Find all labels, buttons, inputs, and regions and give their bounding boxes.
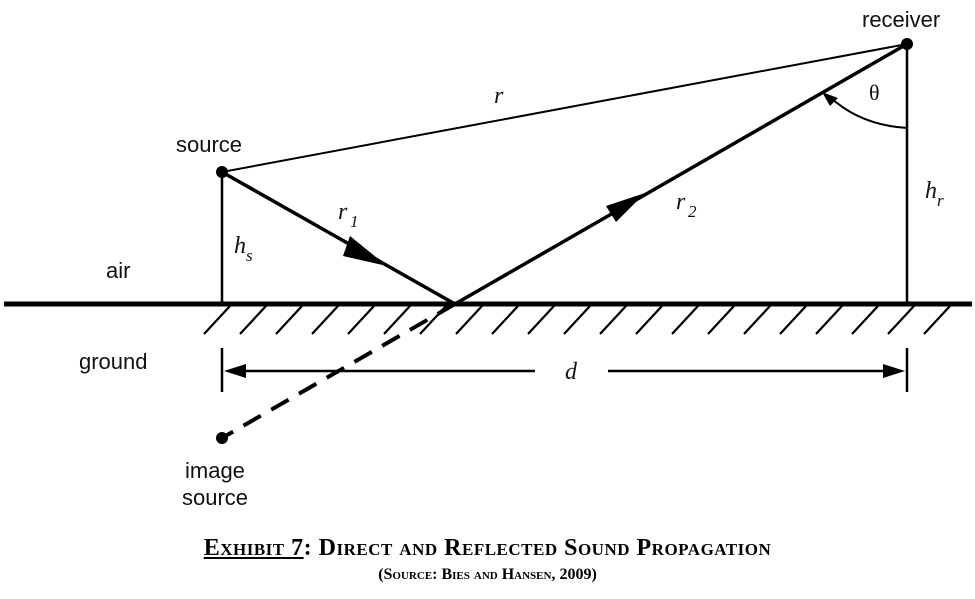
hatch-stroke: [743, 305, 771, 335]
hs-subscript: s: [246, 246, 253, 265]
hatch-stroke: [527, 305, 555, 335]
caption-exhibit-number: Exhibit 7: [203, 535, 304, 561]
hatch-stroke: [347, 305, 375, 335]
image-source-label-line1: image: [185, 458, 245, 483]
image-source-label-line2: source: [182, 485, 248, 510]
hr-label: h: [925, 178, 937, 204]
hatch-stroke: [491, 305, 519, 335]
r2-label: r: [676, 189, 686, 215]
reflected-path-r2: [454, 42, 908, 306]
hatch-stroke: [383, 305, 411, 335]
hatch-stroke: [887, 305, 915, 335]
hr-subscript: r: [937, 191, 944, 210]
r1-arrowhead: [343, 236, 387, 266]
theta-arrowhead: [822, 92, 838, 106]
theta-angle-arc: [829, 96, 908, 129]
hatch-stroke: [923, 305, 951, 335]
hatch-stroke: [707, 305, 735, 335]
hatch-stroke: [275, 305, 303, 335]
d-left-arrowhead: [224, 364, 246, 378]
direct-path-r: [221, 43, 908, 173]
receiver-point: [901, 38, 913, 50]
ground-hatching: [203, 305, 951, 335]
r-label: r: [494, 83, 504, 109]
r1-subscript: 1: [350, 212, 359, 231]
hatch-stroke: [455, 305, 483, 335]
theta-label: θ: [869, 80, 880, 105]
r2-subscript: 2: [688, 202, 697, 221]
hatch-stroke: [779, 305, 807, 335]
hatch-stroke: [815, 305, 843, 335]
image-source-point: [216, 432, 228, 444]
caption-title-text: : Direct and Reflected Sound Propagation: [303, 535, 772, 561]
source-point: [216, 166, 228, 178]
hatch-stroke: [311, 305, 339, 335]
hatch-stroke: [635, 305, 663, 335]
caption-title: Exhibit 7: Direct and Reflected Sound Pr…: [0, 535, 975, 562]
hatch-stroke: [563, 305, 591, 335]
hatch-stroke: [203, 305, 231, 335]
hs-label: h: [234, 233, 246, 259]
caption-source: (Source: Bies and Hansen, 2009): [378, 566, 597, 583]
hatch-stroke: [671, 305, 699, 335]
air-label: air: [106, 258, 130, 283]
sound-propagation-diagram: receiver source air ground image source …: [4, 7, 972, 510]
source-label: source: [176, 132, 242, 157]
incident-path-r1: [221, 170, 456, 306]
d-right-arrowhead: [883, 364, 905, 378]
r1-label: r: [338, 199, 348, 225]
hatch-stroke: [599, 305, 627, 335]
r2-arrowhead: [606, 193, 645, 222]
d-label: d: [565, 359, 578, 385]
receiver-label: receiver: [862, 7, 940, 32]
hatch-stroke: [851, 305, 879, 335]
ground-label: ground: [79, 349, 148, 374]
hatch-stroke: [239, 305, 267, 335]
